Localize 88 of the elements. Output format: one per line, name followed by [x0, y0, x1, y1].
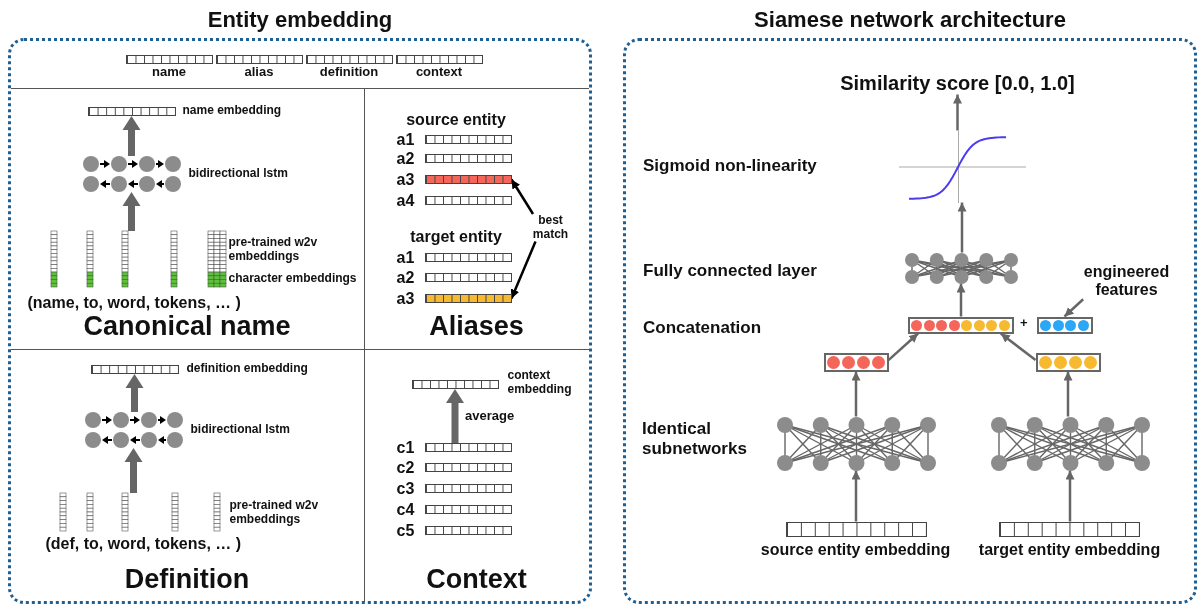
vector-caption: bidirectional lstm — [188, 167, 289, 181]
arrow — [1000, 332, 1037, 362]
arrow — [851, 371, 861, 417]
row-label: Fully connected layer — [643, 261, 818, 281]
vector-caption: a1 — [396, 131, 416, 150]
embedding-vector — [998, 521, 1140, 537]
arrow — [1063, 371, 1073, 417]
feature-vector — [907, 316, 1014, 334]
embedding-vector — [785, 521, 927, 537]
embedding-vector — [424, 273, 512, 282]
embedding-vector — [424, 154, 512, 163]
section-panel — [10, 87, 365, 349]
vector-caption: definition — [318, 64, 380, 80]
vector-caption: c2 — [396, 459, 416, 478]
vector-caption: a4 — [396, 192, 416, 211]
arrow — [122, 192, 141, 231]
vector-caption: bidirectional lstm — [190, 423, 291, 437]
vector-caption: name embedding — [182, 104, 283, 118]
arrow — [953, 94, 962, 131]
vector-caption: definition embedding — [186, 362, 309, 376]
embedding-vector — [424, 253, 512, 262]
embedding-vector — [125, 54, 213, 64]
vector-caption: c4 — [396, 501, 416, 520]
section-label: source entity — [405, 111, 507, 130]
feature-vector — [823, 352, 889, 372]
arrow — [510, 241, 537, 299]
embedding-vector — [424, 294, 512, 303]
embedding-vector — [411, 380, 499, 389]
embedding-vector — [90, 365, 179, 374]
feature-vector — [1035, 352, 1101, 372]
panel-heading: Entity embedding — [206, 7, 394, 33]
vector-caption: a2 — [396, 269, 416, 288]
section-title: Context — [425, 564, 528, 596]
vector-caption: context — [414, 64, 464, 80]
embedding-vector — [424, 443, 512, 452]
vector-caption: (def, to, word, tokens, … ) — [45, 535, 243, 554]
vector-caption: c1 — [396, 439, 416, 458]
vector-caption: a2 — [396, 150, 416, 169]
vector-caption: alias — [243, 64, 275, 80]
section-title: Canonical name — [82, 311, 292, 343]
arrow — [446, 389, 464, 443]
embedding-vector — [424, 135, 512, 144]
annotation-text: engineered features — [1069, 262, 1184, 300]
section-label: target entity — [409, 228, 503, 247]
embedding-vector — [424, 526, 512, 535]
arrow — [510, 178, 535, 215]
embedding-vector — [424, 484, 512, 493]
section-title: Definition — [123, 564, 251, 596]
vector-caption: a1 — [396, 249, 416, 268]
vector-caption: c3 — [396, 480, 416, 499]
annotation-text: best match — [525, 214, 576, 242]
section-panel — [10, 348, 365, 602]
row-label: Identical subnetworks — [642, 419, 748, 459]
embedding-vector — [424, 175, 512, 184]
vector-caption: character embeddings — [228, 272, 358, 286]
embedding-vector — [424, 463, 512, 472]
vector-caption: name — [151, 64, 187, 80]
vector-caption: (name, to, word, tokens, … ) — [27, 294, 242, 313]
panel-heading: Siamese network architecture — [753, 7, 1067, 33]
arrow — [122, 116, 141, 156]
arrow — [124, 448, 143, 493]
row-label: Sigmoid non-linearity — [643, 156, 818, 176]
vector-caption: pre-trained w2v embeddings — [229, 499, 320, 527]
arrow — [956, 283, 966, 317]
vector-caption: c5 — [396, 522, 416, 541]
arrow — [125, 374, 144, 412]
arrow — [1063, 298, 1085, 318]
vector-caption: a3 — [396, 290, 416, 309]
arrow — [887, 332, 919, 362]
row-label: Concatenation — [643, 318, 763, 338]
embedding-vector — [305, 54, 393, 64]
embedding-vector — [87, 107, 176, 116]
vector-caption: pre-trained w2v embeddings — [228, 236, 319, 264]
output-label: Similarity score [0.0, 1.0] — [821, 71, 1094, 95]
embedding-vector — [215, 54, 303, 64]
vector-caption: a3 — [396, 171, 416, 190]
feature-vector — [1036, 316, 1093, 334]
vector-caption: source entity embedding — [759, 540, 952, 559]
embedding-vector — [424, 196, 512, 205]
arrow — [957, 202, 967, 253]
arrow — [1065, 470, 1075, 522]
embedding-vector — [424, 505, 512, 514]
vector-caption: target entity embedding — [977, 540, 1162, 559]
arrow — [851, 470, 861, 522]
section-title: Aliases — [428, 311, 525, 343]
vector-caption: context embedding — [507, 369, 573, 397]
embedding-vector — [395, 54, 483, 64]
plus-sign: + — [1020, 316, 1029, 331]
